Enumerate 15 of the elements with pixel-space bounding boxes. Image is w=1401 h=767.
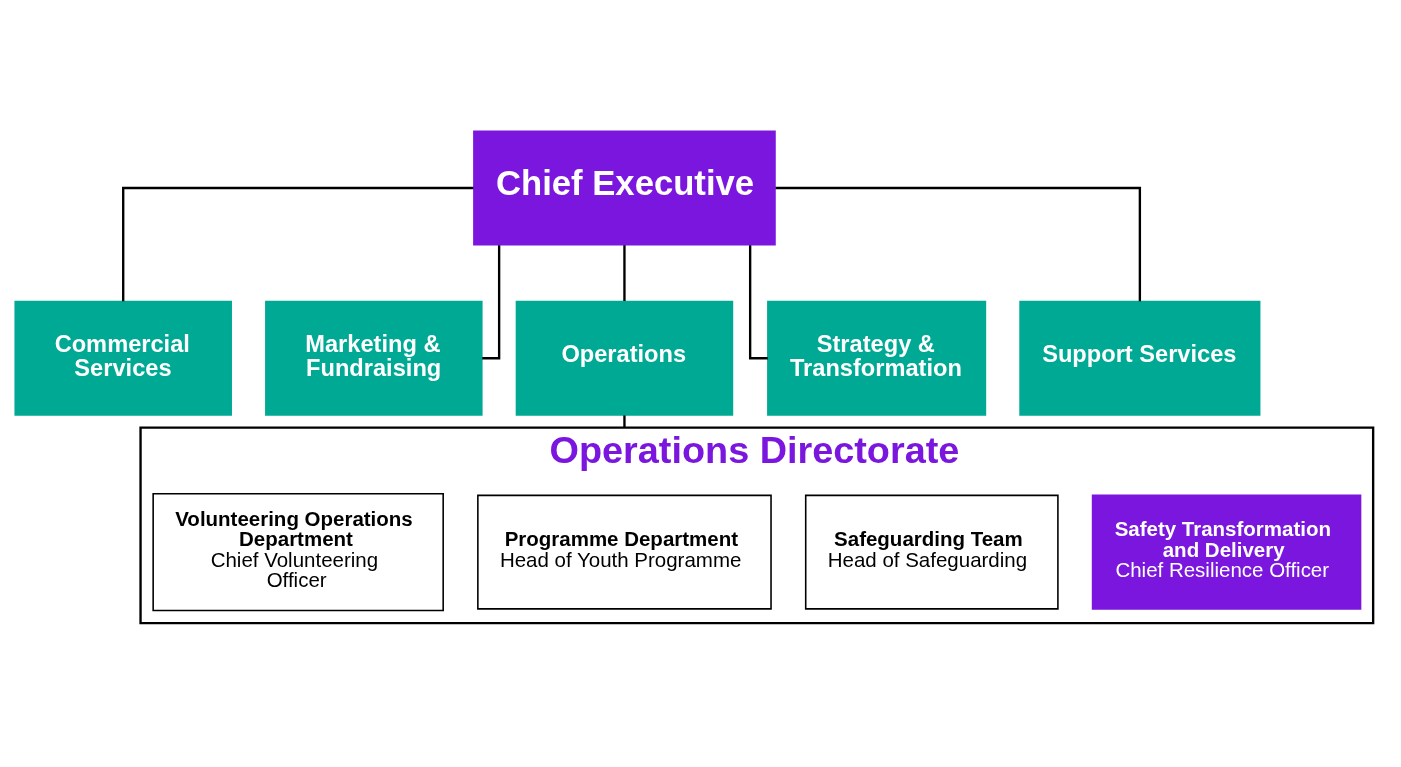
connector — [775, 186, 1142, 302]
node-box: Safety Transformation and Delivery Chief Resilience Officer — [1091, 494, 1362, 610]
node-box: Support Services — [1019, 300, 1261, 416]
node-box: Volunteering Operations Department Chief Volunteering Officer — [152, 493, 444, 612]
node-box: Chief Executive — [473, 130, 776, 246]
node-box: Safeguarding Team Head of Safeguarding — [804, 494, 1059, 610]
node-box: Strategy & Transformation — [767, 300, 987, 416]
node-box: Commercial Services — [14, 300, 232, 416]
connector — [482, 245, 501, 360]
node-box: Operations — [515, 300, 734, 416]
node-box: Programme Department Head of Youth Programme — [477, 494, 772, 610]
connector — [623, 245, 626, 301]
connector — [122, 186, 474, 302]
connector — [623, 415, 626, 428]
node-box: Marketing & Fundraising — [265, 300, 483, 416]
